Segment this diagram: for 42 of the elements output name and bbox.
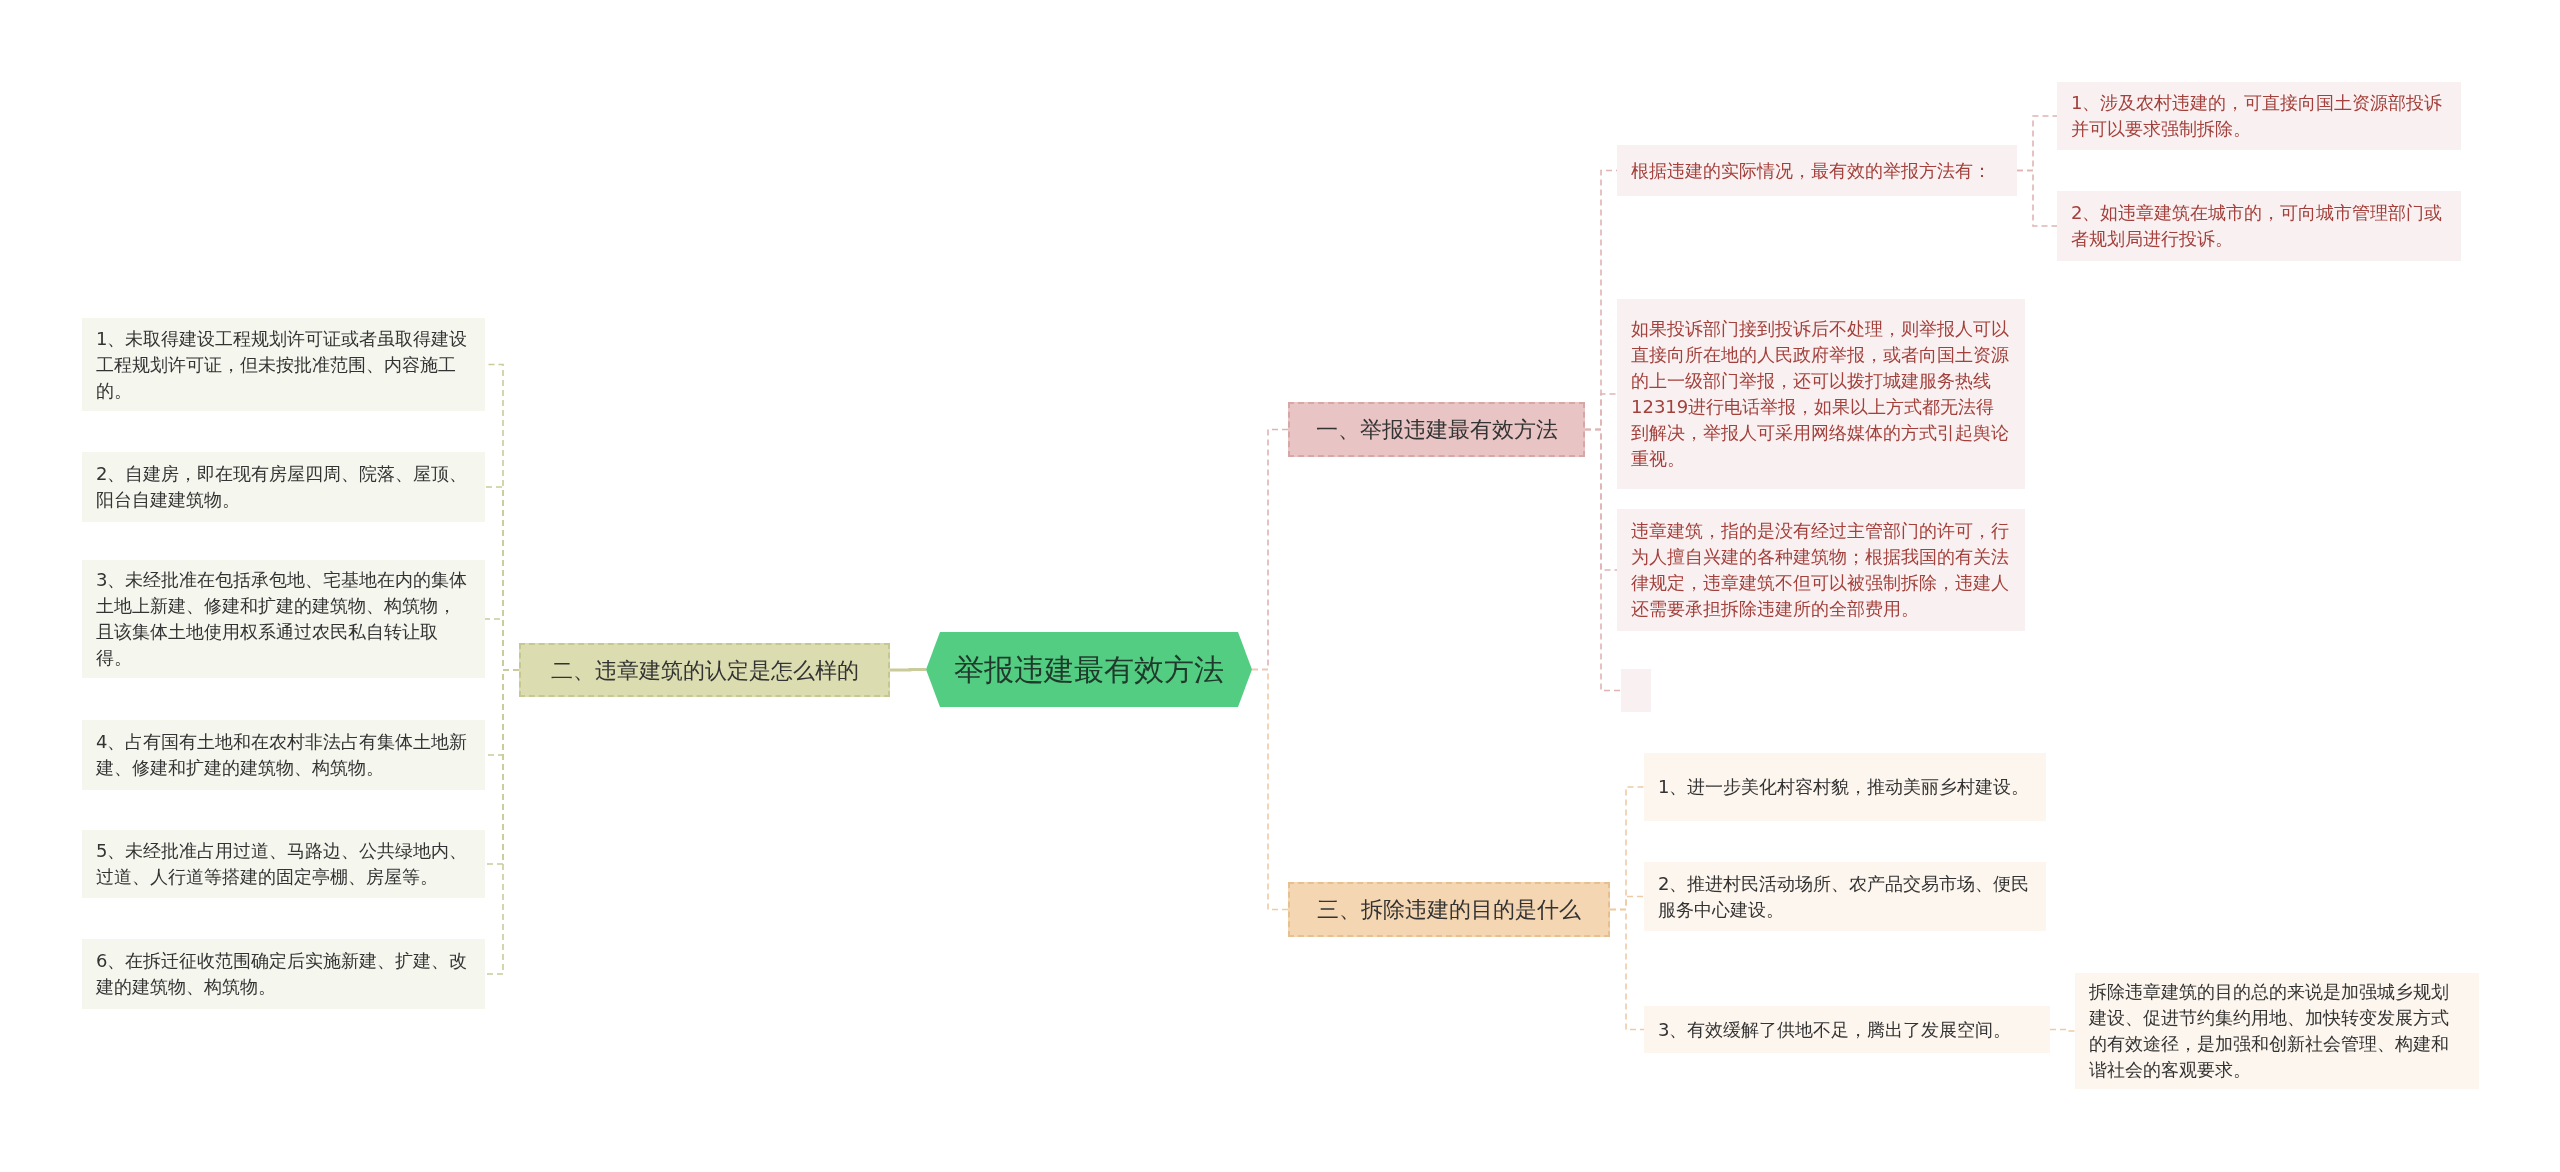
branch-topic — [1288, 402, 1585, 457]
node-text: 1、涉及农村违建的，可直接向国土资源部投诉并可以要求强制拆除。 — [2071, 91, 2444, 141]
central-topic — [926, 632, 1252, 707]
subtopic-card — [1644, 1006, 2050, 1053]
subtopic-card — [1617, 509, 2025, 631]
node-text: 4、占有国有土地和在农村非法占有集体土地新建、修建和扩建的建筑物、构筑物。 — [96, 730, 469, 780]
node-text: 举报违建最有效方法 — [954, 651, 1224, 689]
node-text: 6、在拆迁征收范围确定后实施新建、扩建、改建的建筑物、构筑物。 — [96, 949, 469, 999]
subtopic-card — [1617, 299, 2025, 489]
subtopic-card — [1617, 145, 2017, 196]
connector-line — [1609, 908, 1645, 1031]
node-text: 二、违章建筑的认定是怎么样的 — [550, 656, 859, 685]
branch-topic — [519, 643, 890, 697]
node-text: 违章建筑，指的是没有经过主管部门的许可，行为人擅自兴建的各种建筑物；根据我国的有关法律规定，违章建筑不但可以被强制拆除，违建人还需要承担拆除违建所的全部费用。 — [1631, 519, 2010, 621]
subtopic-card — [2075, 973, 2479, 1089]
subtopic-card — [2057, 191, 2461, 261]
node-text: 5、未经批准占用过道、马路边、公共绿地内、过道、人行道等搭建的固定亭棚、房屋等。 — [96, 839, 469, 889]
node-text: 2、如违章建筑在城市的，可向城市管理部门或者规划局进行投诉。 — [2071, 201, 2444, 251]
subtopic-card — [1644, 862, 2046, 931]
subtopic-card — [82, 452, 485, 522]
node-text: 根据违建的实际情况，最有效的举报方法有： — [1631, 158, 1992, 183]
subtopic-card — [2057, 82, 2461, 150]
subtopic-card — [82, 560, 485, 678]
branch-topic — [1288, 882, 1610, 937]
node-text: 三、拆除违建的目的是什么 — [1317, 896, 1581, 924]
node-text: 如果投诉部门接到投诉后不处理，则举报人可以直接向所在地的人民政府举报，或者向国土资源的上一级部门举报，还可以拨打城建服务热线12319进行电话举报，如果以上方式都无法得到解决，举报人可采用网络媒体的方式引起舆论重视。 — [1631, 317, 2010, 471]
node-text: 2、自建房，即在现有房屋四周、院落、屋顶、阳台自建建筑物。 — [96, 462, 469, 512]
connector-line — [484, 669, 520, 975]
subtopic-card — [1644, 753, 2046, 821]
node-text: 1、进一步美化村容村貌，推动美丽乡村建设。 — [1658, 775, 2031, 799]
node-text: 1、未取得建设工程规划许可证或者虽取得建设工程规划许可证，但未按批准范围、内容施工的。 — [96, 326, 469, 403]
connector-line — [1584, 428, 1622, 692]
node-text: 3、有效缓解了供地不足，腾出了发展空间。 — [1658, 1017, 2013, 1042]
node-text: 拆除违章建筑的目的总的来说是加强城乡规划建设、促进节约集约用地、加快转变发展方式的有效途径，是加强和创新社会管理、构建和谐社会的客观要求。 — [2089, 980, 2450, 1082]
connector-line — [2049, 1028, 2076, 1032]
empty-topic — [1621, 669, 1651, 712]
node-text: 3、未经批准在包括承包地、宅基地在内的集体土地上新建、修建和扩建的建筑物、构筑物，且该集体土地使用权系通过农民私自转让取得。 — [96, 568, 469, 670]
connector-line — [2016, 169, 2058, 227]
connector-line — [1251, 668, 1289, 911]
connector-line — [890, 668, 926, 672]
node-text: 2、推进村民活动场所、农产品交易市场、便民服务中心建设。 — [1658, 871, 2031, 922]
node-text: 一、举报违建最有效方法 — [1315, 416, 1558, 444]
